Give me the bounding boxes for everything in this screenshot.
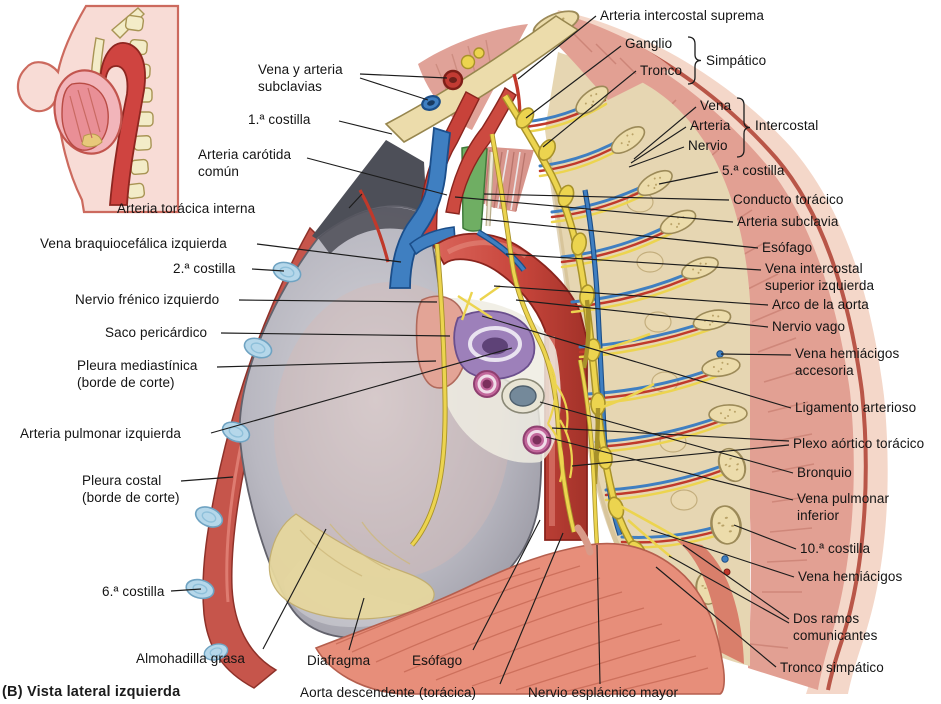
inset-orientation-figure [16, 4, 180, 214]
esophagus-lower [574, 524, 594, 556]
inferior-pulmonary-vein [522, 425, 552, 455]
stellate-ganglion [460, 54, 476, 70]
intercostal-muscle-band [556, 20, 854, 690]
inset-aorta [99, 41, 146, 206]
bronchus [501, 378, 545, 414]
skin-band [552, 10, 888, 694]
subclavian-artery [445, 86, 517, 215]
superior-pulmonary-vein [473, 370, 501, 398]
inset-heart [53, 69, 123, 155]
